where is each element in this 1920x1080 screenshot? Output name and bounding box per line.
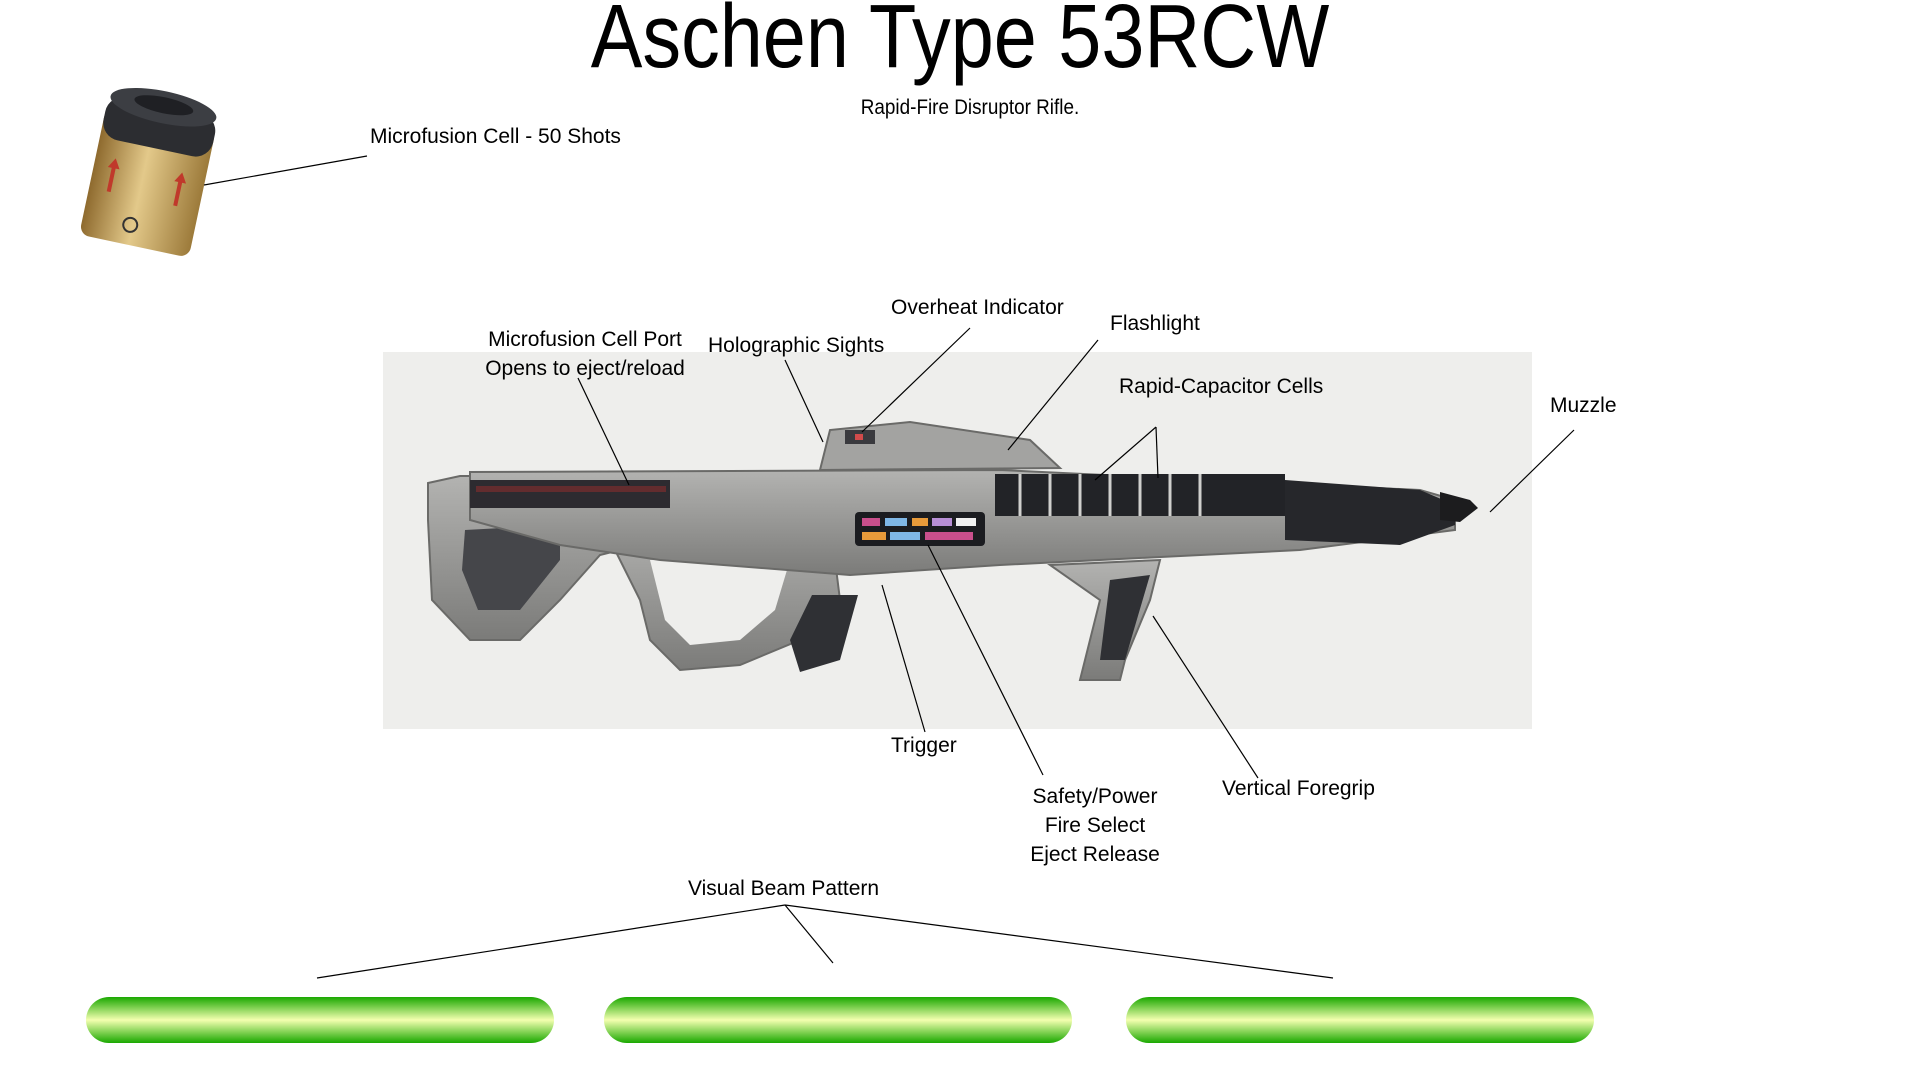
label-overheat-indicator: Overheat Indicator: [891, 296, 1064, 319]
beam-1: [86, 997, 554, 1043]
label-muzzle: Muzzle: [1550, 394, 1617, 417]
disruptor-rifle-image: [427, 420, 1478, 681]
label-safety-line-1: Safety/Power: [1032, 785, 1158, 808]
rifle-photo-backdrop: [383, 352, 1532, 729]
label-cell-port-line-2: Opens to eject/reload: [485, 357, 685, 380]
leader-lines: [203, 155, 1575, 979]
page-subtitle: Rapid-Fire Disruptor Rifle.: [860, 96, 1080, 119]
label-holographic-sights: Holographic Sights: [708, 334, 885, 357]
label-safety-power: Safety/Power Fire Select Eject Release: [1000, 782, 1190, 869]
label-rapid-capacitor-cells: Rapid-Capacitor Cells: [1119, 375, 1324, 398]
beam-2: [604, 997, 1072, 1043]
label-safety-line-3: Eject Release: [1030, 843, 1160, 866]
label-vertical-foregrip: Vertical Foregrip: [1222, 777, 1375, 800]
label-safety-line-2: Fire Select: [1044, 814, 1146, 837]
beam-pattern: [86, 997, 1594, 1043]
label-cell-port-line-1: Microfusion Cell Port: [488, 328, 682, 351]
label-microfusion-cell-port: Microfusion Cell Port Opens to eject/rel…: [480, 325, 690, 383]
label-microfusion-cell: Microfusion Cell - 50 Shots: [370, 125, 621, 148]
page-title: Aschen Type 53RCW: [590, 0, 1330, 87]
label-trigger: Trigger: [891, 734, 957, 757]
beam-3: [1126, 997, 1594, 1043]
label-visual-beam-pattern: Visual Beam Pattern: [688, 877, 880, 900]
label-flashlight: Flashlight: [1110, 312, 1200, 335]
